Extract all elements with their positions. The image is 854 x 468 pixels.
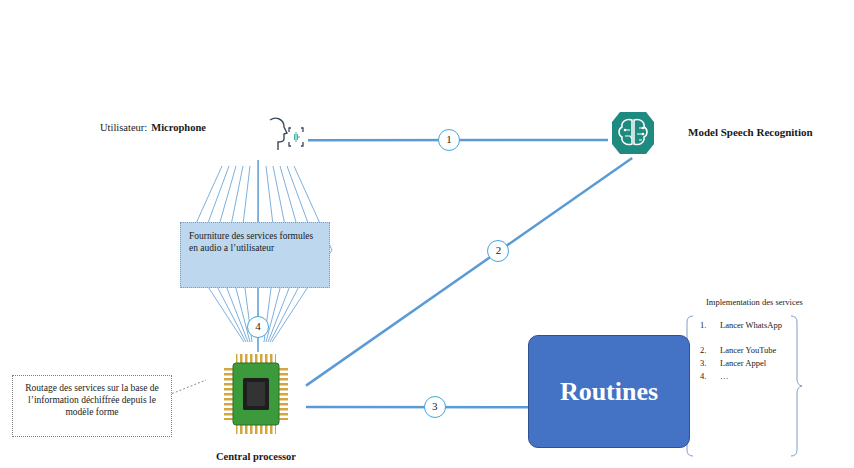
chip-icon xyxy=(224,352,288,436)
list-brace xyxy=(791,316,802,456)
note-callout: Fourniture des services formules en audi… xyxy=(180,222,330,288)
brain-icon xyxy=(610,110,656,156)
callout-number: 4 xyxy=(247,316,269,338)
text-row: Utilisateur: Microphone xyxy=(100,121,206,134)
list-item: 2. xyxy=(700,345,706,356)
list-item: 1. xyxy=(700,320,706,331)
user-microphone: Utilisateur: Microphone xyxy=(100,116,308,160)
list-item: Lancer Appel xyxy=(720,358,766,369)
model-title: Model Speech Recognition xyxy=(688,126,813,138)
microphone-icon xyxy=(264,116,308,156)
connector xyxy=(306,406,528,409)
chip-title: Central processor xyxy=(206,451,306,462)
note-text: Fourniture des services formules en audi… xyxy=(189,230,321,254)
callout-number: 3 xyxy=(424,396,446,418)
list-item: 4. xyxy=(700,371,706,382)
note-callout: Routage des services sur la base de l’in… xyxy=(12,375,172,437)
list-item: Lancer WhatsApp xyxy=(720,320,782,331)
speech-model: Model Speech Recognition xyxy=(608,108,850,158)
list-item: Lancer YouTube xyxy=(720,345,776,356)
processor-chip: Central processor xyxy=(206,352,306,464)
routine-box: Routines xyxy=(528,335,690,448)
callout-number: 2 xyxy=(487,240,509,262)
list-item: 3. xyxy=(700,358,706,369)
list-item: … xyxy=(720,371,729,382)
callout-number: 1 xyxy=(438,129,460,151)
device-label: Microphone xyxy=(151,121,206,134)
note-text: Routage des services sur la base de l’in… xyxy=(19,382,165,418)
box-title: Routines xyxy=(560,377,658,407)
section-label: Implementation des services xyxy=(706,297,803,308)
connector xyxy=(172,380,206,394)
user-label: Utilisateur: xyxy=(100,121,147,134)
